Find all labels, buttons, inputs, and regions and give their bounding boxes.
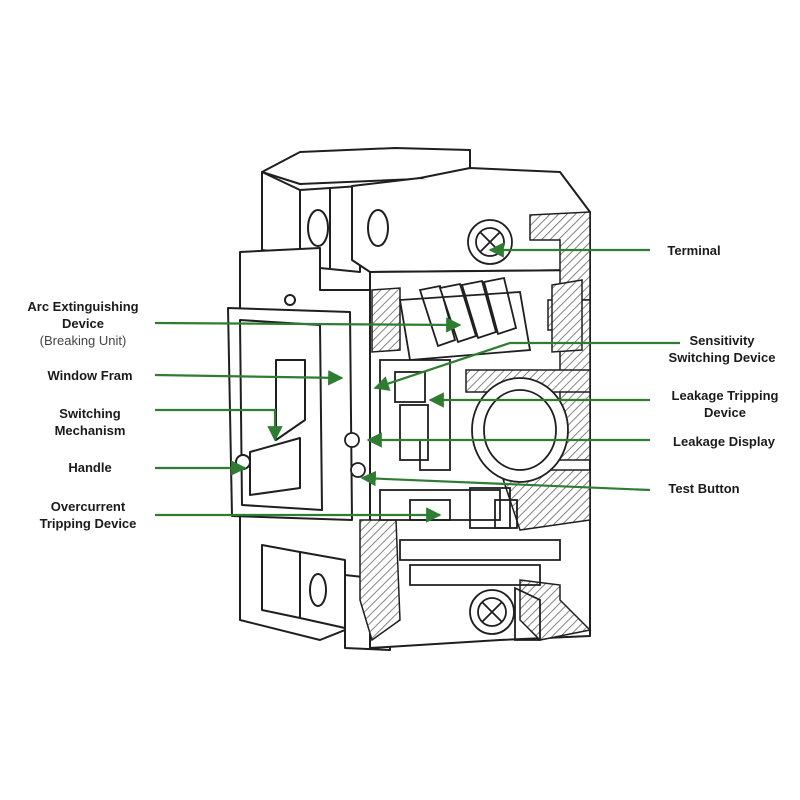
label-test-button-line1: Test Button <box>668 481 740 496</box>
label-leakage-display-line1: Leakage Display <box>673 434 775 449</box>
section-hatching <box>359 211 592 642</box>
label-window-frame-line1: Window Fram <box>47 368 133 383</box>
label-terminal-line1: Terminal <box>667 243 721 258</box>
label-arc-extinguishing-line2: Device <box>62 316 104 331</box>
label-overcurrent: Overcurrent Tripping Device <box>40 498 137 532</box>
label-handle-line1: Handle <box>68 460 112 475</box>
label-overcurrent-line1: Overcurrent <box>50 499 126 514</box>
leader-sensitivity <box>373 341 680 391</box>
label-sensitivity-line1: Sensitivity <box>689 333 755 348</box>
label-leakage-tripping-line1: Leakage Tripping <box>671 388 779 403</box>
leader-arc-extinguishing <box>154 317 462 333</box>
label-window-frame: Window Fram <box>47 367 132 384</box>
label-leakage-tripping-line2: Device <box>704 405 746 420</box>
internal-mechanism <box>344 219 569 641</box>
label-leakage-display: Leakage Display <box>673 433 775 450</box>
leader-lines <box>154 242 680 523</box>
label-switching-mechanism-line2: Mechanism <box>54 423 126 438</box>
label-handle: Handle <box>68 459 111 476</box>
label-sensitivity-line2: Switching Device <box>668 350 776 365</box>
label-switching-mechanism: Switching Mechanism <box>55 405 126 439</box>
label-arc-extinguishing-line1: Arc Extinguishing <box>27 299 139 314</box>
leader-test-button <box>360 470 651 492</box>
label-overcurrent-line2: Tripping Device <box>39 516 137 531</box>
leader-switching-mechanism <box>155 408 283 442</box>
label-terminal: Terminal <box>667 242 720 259</box>
label-arc-extinguishing: Arc Extinguishing Device (Breaking Unit) <box>27 298 138 349</box>
label-arc-extinguishing-line3: (Breaking Unit) <box>39 333 127 348</box>
label-switching-mechanism-line1: Switching <box>59 406 121 421</box>
label-sensitivity: Sensitivity Switching Device <box>669 332 776 366</box>
label-test-button: Test Button <box>668 480 739 497</box>
leader-window-frame <box>154 370 344 386</box>
label-leakage-tripping: Leakage Tripping Device <box>672 387 779 421</box>
